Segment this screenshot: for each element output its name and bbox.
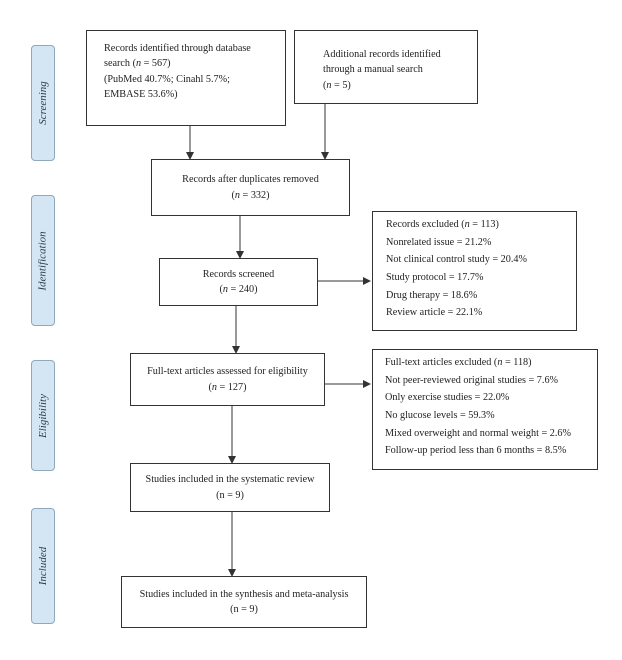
duplicates-line2: (n = 332) [231,189,270,201]
phase-included: Included [31,508,55,624]
phase-identification: Identification [31,195,55,326]
db-search-line3: (PubMed 40.7%; Cinahl 5.7%; [104,73,230,85]
db-search-line1: Records identified through database [104,43,251,54]
box-records-excluded: Records excluded (n = 113) Nonrelated is… [372,211,577,331]
phase-screening: Screening [31,45,55,161]
excluded-reason: Review article = 22.1% [386,307,483,319]
db-search-line2: search (n = 567) [104,58,171,70]
box-meta-analysis: Studies included in the synthesis and me… [121,576,367,628]
manual-search-line1: Additional records identified [323,49,441,60]
manual-search-line2: through a manual search [323,64,423,76]
manual-search-line3: (n = 5) [323,79,351,91]
box-fulltext-assessed: Full-text articles assessed for eligibil… [130,353,325,406]
phase-eligibility: Eligibility [31,360,55,471]
db-search-line4: EMBASE 53.6%) [104,88,178,100]
fulltext-excluded-reason: Mixed overweight and normal weight = 2.6… [385,427,571,439]
excluded-title: Records excluded (n = 113) [386,219,499,230]
excluded-reason: Drug therapy = 18.6% [386,289,478,301]
box-records-screened: Records screened (n = 240) [159,258,318,306]
fulltext-line2: (n = 127) [208,381,247,393]
fulltext-excluded-reason: Not peer-reviewed original studies = 7.6… [385,374,559,386]
fulltext-excluded-reason: Follow-up period less than 6 months = 8.… [385,445,567,457]
box-database-search: Records identified through database sear… [86,30,286,126]
duplicates-line1: Records after duplicates removed [182,174,319,186]
review-line1: Studies included in the systematic revie… [145,474,315,486]
fulltext-excluded-title: Full-text articles excluded (n = 118) [385,357,532,368]
box-fulltext-excluded: Full-text articles excluded (n = 118) No… [372,349,598,470]
fulltext-line1: Full-text articles assessed for eligibil… [147,366,308,378]
fulltext-excluded-reason: Only exercise studies = 22.0% [385,392,510,404]
meta-line2: (n = 9) [230,604,258,615]
fulltext-excluded-reason: No glucose levels = 59.3% [385,409,495,421]
excluded-reason: Study protocol = 17.7% [386,271,484,283]
box-systematic-review: Studies included in the systematic revie… [130,463,330,512]
excluded-reason: Not clinical control study = 20.4% [386,254,527,266]
screened-line1: Records screened [202,268,275,280]
excluded-reason: Nonrelated issue = 21.2% [386,236,492,248]
review-line2: (n = 9) [216,489,244,501]
box-manual-search: Additional records identified through a … [294,30,478,104]
screened-line2: (n = 240) [219,284,258,295]
box-duplicates-removed: Records after duplicates removed (n = 33… [151,159,350,216]
meta-line1: Studies included in the synthesis and me… [139,588,349,600]
